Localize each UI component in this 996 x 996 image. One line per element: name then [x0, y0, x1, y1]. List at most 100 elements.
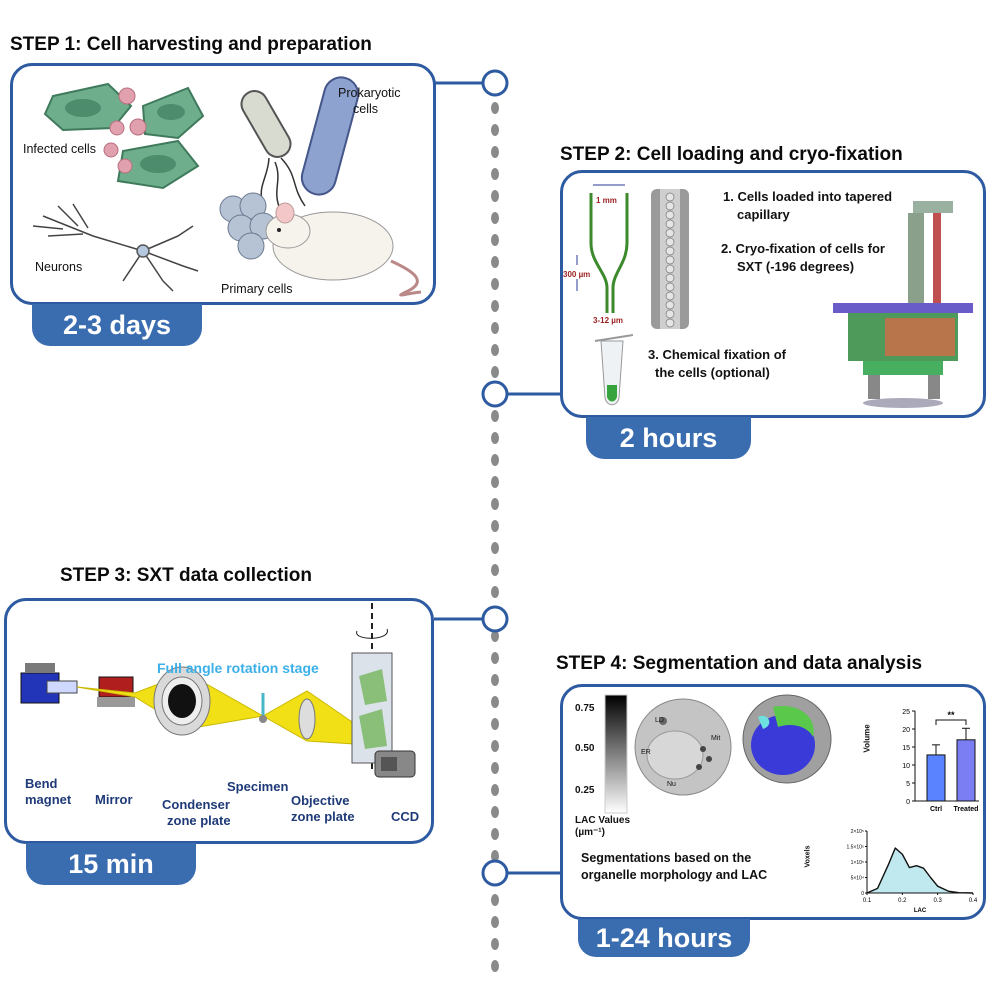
timeline-dot [491, 322, 499, 334]
hist-xtick-label: 0.4 [969, 898, 978, 904]
bar-ytick-label: 20 [902, 727, 910, 734]
timeline-dot [491, 432, 499, 444]
gray-cell-icon [634, 698, 732, 796]
bar-treated [956, 739, 976, 802]
timeline-dot [491, 344, 499, 356]
step4-title: STEP 4: Segmentation and data analysis [556, 653, 923, 674]
timeline-dots [491, 102, 499, 972]
timeline-node-2 [481, 380, 509, 408]
step2-item-1-line2: capillary [737, 207, 790, 222]
step1-title: STEP 1: Cell harvesting and preparation [10, 34, 372, 55]
hist-xlabel: LAC [914, 908, 927, 914]
timeline-dot [491, 696, 499, 708]
step3-duration: 15 min [26, 843, 196, 885]
step4-caption-2: organelle morphology and LAC [581, 868, 768, 882]
cell-label-mit: Mit [711, 735, 721, 742]
timeline-dot [491, 234, 499, 246]
infected-cells-icon [43, 82, 205, 190]
label-infected-cells: Infected cells [23, 142, 96, 156]
timeline-dot [491, 476, 499, 488]
label-mirror: Mirror [95, 792, 133, 807]
colorbar-label-1: LAC Values [575, 815, 631, 826]
timeline-dot [491, 740, 499, 752]
timeline-dot [491, 806, 499, 818]
timeline-dot [491, 146, 499, 158]
hist-xtick-label: 0.3 [933, 898, 942, 904]
capillary-mid-label: 300 µm [563, 270, 591, 279]
rotation-stage-icon [351, 603, 393, 773]
timeline-dot [491, 366, 499, 378]
timeline-dot [491, 586, 499, 598]
capillary-top-label: 1 mm [596, 196, 617, 205]
step2-item-3-line1: 3. Chemical fixation of [648, 347, 786, 362]
cryo-plunger-icon [833, 201, 973, 408]
step3-title: STEP 3: SXT data collection [60, 565, 312, 586]
timeline-node-3 [481, 605, 509, 633]
timeline-dot [491, 520, 499, 532]
timeline-dot [491, 762, 499, 774]
timeline-dot [491, 168, 499, 180]
colorbar-label-2: (µm⁻¹) [575, 827, 605, 838]
histogram-line [866, 847, 974, 894]
sxt-beamline-illustration [20, 603, 416, 778]
timeline-dot [491, 564, 499, 576]
cell-label-nu: Nu [667, 781, 676, 788]
timeline-dot [491, 718, 499, 730]
label-bend-1: Bend [25, 776, 58, 791]
primary-cells-icon [219, 192, 277, 260]
step1-illustration [32, 76, 422, 297]
timeline-node-4 [481, 859, 509, 887]
timeline-dot [491, 102, 499, 114]
timeline-dot [491, 190, 499, 202]
timeline-dot [491, 498, 499, 510]
colorbar-tick-075: 0.75 [575, 703, 595, 714]
significance-label: ** [947, 710, 955, 720]
capillary-micrograph-icon [651, 189, 689, 329]
step1-duration: 2-3 days [32, 304, 202, 346]
step2-illustration [576, 184, 973, 408]
colorbar-tick-050: 0.50 [575, 743, 595, 754]
step4-caption-1: Segmentations based on the [581, 851, 752, 865]
lac-colorbar [604, 694, 628, 814]
timeline-dot [491, 916, 499, 928]
hist-ytick-label: 2×10⁵ [851, 829, 864, 835]
bar-ytick-label: 25 [902, 709, 910, 716]
bar-category-label: Treated [954, 806, 979, 813]
timeline-dot [491, 542, 499, 554]
timeline-dot [491, 938, 499, 950]
step4-duration: 1-24 hours [578, 919, 750, 957]
bar-ytick-label: 15 [902, 745, 910, 752]
label-bend-2: magnet [25, 792, 72, 807]
label-objective-1: Objective [291, 793, 350, 808]
timeline-dot [491, 960, 499, 972]
hist-ytick-label: 0 [861, 891, 864, 897]
timeline-dot [491, 784, 499, 796]
hist-ytick-label: 1.5×10⁵ [846, 845, 864, 851]
hist-ytick-label: 5×10⁴ [851, 876, 864, 882]
bar-category-label: Ctrl [930, 806, 942, 813]
step2-item-2-line1: 2. Cryo-fixation of cells for [721, 241, 885, 256]
condenser-zone-plate-icon [153, 666, 211, 736]
label-prokaryotic-1: Prokaryotic [338, 86, 401, 100]
bar-ytick-label: 0 [906, 799, 910, 806]
tube-icon [594, 334, 634, 406]
bend-magnet-icon [20, 663, 78, 704]
step2-duration: 2 hours [586, 417, 751, 459]
bar-ctrl [926, 754, 946, 802]
neurons-icon [32, 203, 199, 292]
label-specimen: Specimen [227, 779, 289, 794]
label-objective-2: zone plate [291, 809, 355, 824]
step3-panel: Full angle rotation stage Bend magnet Mi… [4, 598, 434, 844]
timeline-dot [491, 212, 499, 224]
specimen-icon [259, 693, 267, 723]
timeline-dot [491, 300, 499, 312]
step4-illustration [604, 694, 832, 814]
step2-item-3-line2: the cells (optional) [655, 365, 770, 380]
step1-panel: Infected cells Prokaryotic cells Neurons… [10, 63, 436, 305]
bar-chart-ylabel: Volume [862, 724, 872, 753]
label-rotation-stage: Full angle rotation stage [157, 660, 319, 676]
timeline-dot [491, 278, 499, 290]
step2-title: STEP 2: Cell loading and cryo-fixation [560, 144, 903, 165]
label-ccd: CCD [391, 809, 420, 824]
